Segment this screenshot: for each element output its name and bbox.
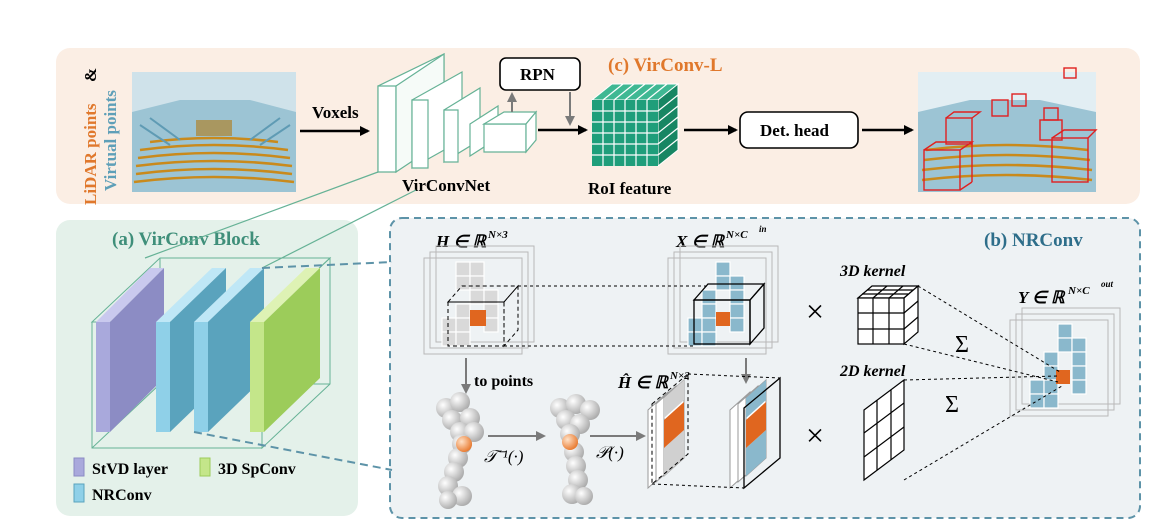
x-voxel-grid [667,245,779,355]
panel-a-title: (a) VirConv Block [112,229,260,250]
legend-spconv-label: 3D SpConv [218,461,296,478]
lidar-points-label: LiDAR points [81,103,100,205]
svg-text:N×2: N×2 [669,370,690,382]
virconvnet-backbone [377,52,538,174]
hhat-planes [647,372,689,490]
svg-text:in: in [759,224,767,234]
sum-2d: Σ [945,392,959,418]
times-3d: × [806,293,824,329]
legend-spconv: 3D SpConv [199,457,296,478]
y-label: Y ∈ ℝ N×C out [1018,279,1114,307]
det-head-label: Det. head [760,121,829,140]
svg-text:N×C: N×C [1067,285,1090,297]
input-point-cloud-image [132,72,296,192]
kernel-3d-label: 3D kernel [839,263,906,280]
y-center-voxel [1056,370,1070,384]
kernel-3d-cube [856,284,920,346]
h-voxel-grid [423,245,535,355]
y-voxel-grid [1009,307,1121,417]
to-points-label: to points [474,373,533,390]
rpn-label: RPN [520,65,556,84]
roi-feature-label: RoI feature [588,179,672,198]
times-2d: × [806,417,824,453]
svg-text:X ∈ ℝ: X ∈ ℝ [675,232,726,251]
panel-c-title: (c) VirConv-L [608,55,723,76]
kernel-to-y-lines [903,285,1063,481]
svg-text:Ĥ ∈ ℝ: Ĥ ∈ ℝ [617,373,670,392]
zoom-line-b-2 [193,431,393,471]
h-center-voxel [470,310,486,326]
sum-3d: Σ [955,332,969,358]
svg-text:N×C: N×C [725,229,748,241]
svg-text:H ∈ ℝ: H ∈ ℝ [435,232,488,251]
virconvnet-label: VirConvNet [402,176,490,195]
virtual-points-label: Virtual points [101,90,120,191]
kernel-2d-plane [863,378,905,482]
panel-b-title: (b) NRConv [984,230,1083,251]
stvd-slab [96,268,164,432]
legend-nrconv: NRConv [73,483,152,504]
zoom-line-a-2 [144,171,379,259]
rpn-box [499,57,581,91]
side-label-group: LiDAR points & Virtual points [81,68,120,205]
output-detection-image [918,67,1098,192]
panel-b-background [389,217,1141,519]
x-planes [729,376,781,490]
x-center-voxel [716,312,730,326]
svg-text:Y ∈ ℝ: Y ∈ ℝ [1018,288,1066,307]
hhat-label: Ĥ ∈ ℝ N×2 [617,370,690,392]
proj-label: 𝒫(·) [596,443,624,462]
point-cluster-1 [436,392,484,509]
det-head-box [739,111,859,149]
voxels-label: Voxels [312,103,359,122]
zoom-line-b-1 [261,261,393,269]
ampersand-label: & [81,68,100,82]
spconv-slab [250,268,320,432]
svg-text:N×3: N×3 [487,229,508,241]
roi-feature-cube [590,82,680,168]
inv-t-label: 𝒯⁻¹(·) [484,447,524,466]
legend-stvd-label: StVD layer [92,461,168,478]
point-cluster-2 [550,394,600,505]
zoom-line-a-1 [261,189,417,269]
legend-stvd: StVD layer [73,457,168,478]
legend-nrconv-label: NRConv [92,487,152,504]
svg-text:out: out [1101,279,1114,289]
kernel-2d-label: 2D kernel [839,363,906,380]
